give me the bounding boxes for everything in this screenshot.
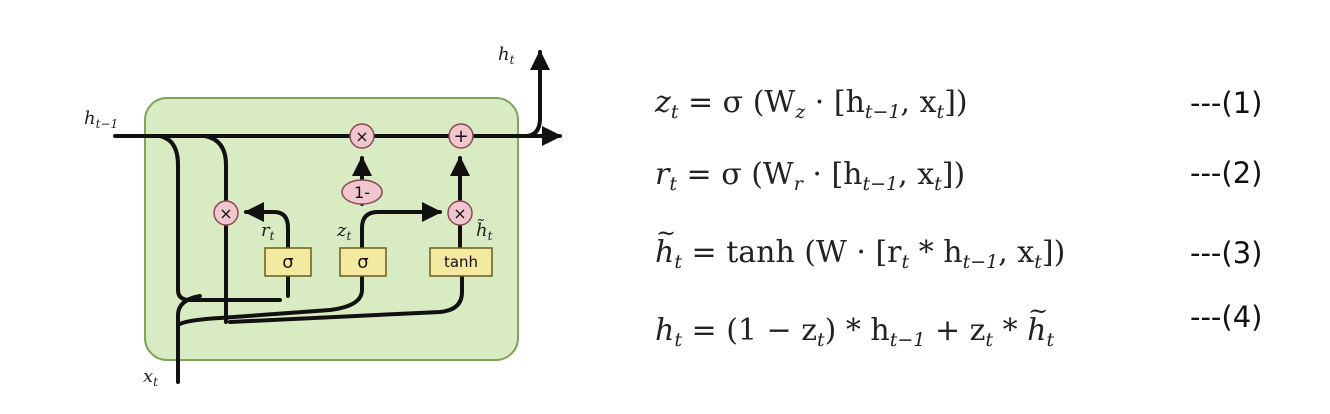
- label-r: rt: [261, 220, 275, 243]
- label-z: zt: [336, 220, 351, 243]
- label-h-out: ht: [498, 44, 515, 67]
- equation-2-number: ---(2): [1190, 156, 1263, 190]
- add-op: +: [448, 123, 474, 149]
- svg-text:×: ×: [453, 204, 466, 223]
- output-up-line: [523, 50, 550, 138]
- input-line: [176, 294, 202, 384]
- svg-text:ht: ht: [498, 44, 515, 67]
- one-minus-op: 1-: [341, 179, 383, 205]
- svg-text:σ: σ: [282, 252, 293, 273]
- svg-text:rt: rt: [261, 220, 275, 243]
- reset-gate: σ: [264, 247, 312, 277]
- svg-text:xt: xt: [143, 366, 158, 389]
- svg-text:×: ×: [219, 204, 232, 223]
- svg-text:tanh: tanh: [444, 253, 478, 271]
- mul-op-update: ×: [447, 200, 473, 226]
- equation-3-number: ---(3): [1190, 236, 1263, 270]
- equation-3: ht = tanh (W · [rt * ht−1, xt]): [655, 219, 1065, 278]
- svg-text:×: ×: [355, 127, 368, 146]
- svg-text:1-: 1-: [354, 183, 370, 202]
- update-gate: σ: [339, 247, 387, 277]
- svg-text:ht−1: ht−1: [84, 108, 118, 131]
- equation-2: rt = σ (Wr · [ht−1, xt]): [655, 157, 966, 195]
- mul-op-forget: ×: [349, 123, 375, 149]
- cell-body: [144, 97, 519, 361]
- equation-1: zt = σ (Wz · [ht−1, xt]): [655, 85, 968, 123]
- gru-cell-diagram: × + × × 1- σ σ tanh ht−1 ht xt rt zt: [84, 44, 562, 389]
- svg-text:+: +: [453, 126, 468, 147]
- label-h-prev: ht−1: [84, 108, 118, 131]
- equation-1-number: ---(1): [1190, 86, 1263, 120]
- label-h-tilde: h̃t: [476, 218, 493, 243]
- label-x-in: xt: [143, 366, 158, 389]
- equation-4-number: ---(4): [1190, 300, 1263, 334]
- svg-text:h̃t: h̃t: [476, 218, 493, 243]
- candidate-gate: tanh: [429, 247, 493, 277]
- svg-text:σ: σ: [357, 252, 368, 273]
- svg-text:zt: zt: [336, 220, 351, 243]
- equation-4: ht = (1 − zt) * ht−1 + zt * ht: [655, 297, 1054, 356]
- mul-op-reset: ×: [213, 200, 239, 226]
